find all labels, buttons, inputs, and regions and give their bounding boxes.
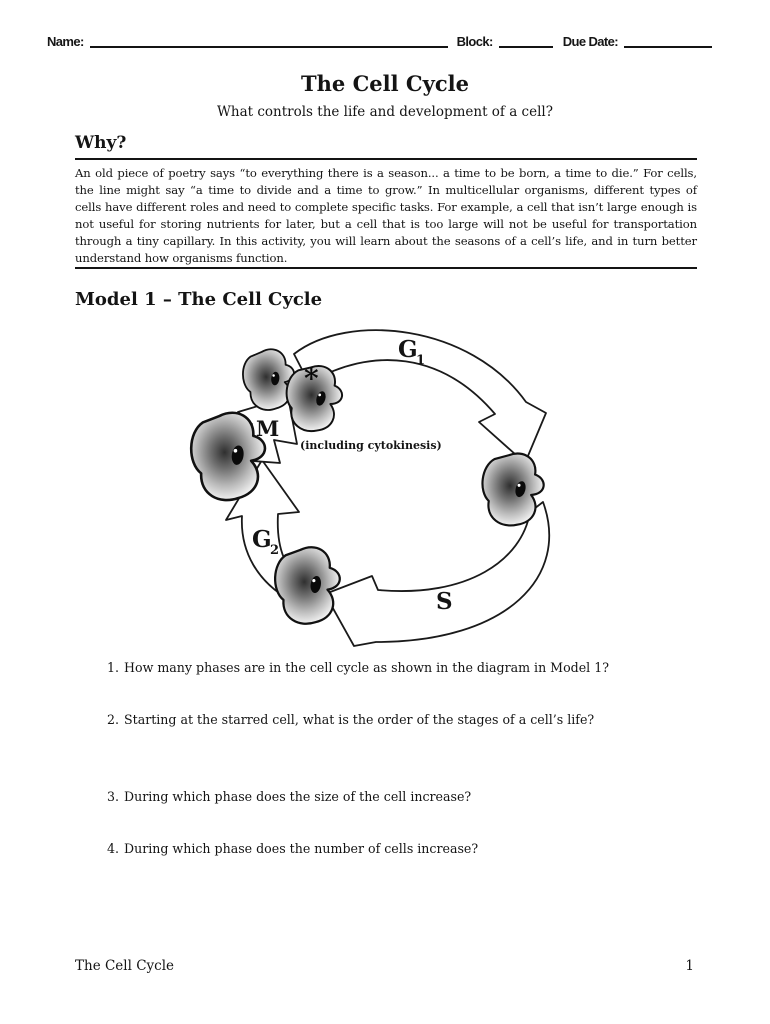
g1-subscript: 1	[416, 353, 425, 368]
why-line-5: through a tiny capillary. In this activi…	[75, 233, 697, 248]
question-2: 2. Starting at the starred cell, what is…	[107, 712, 692, 727]
horizontal-rule-bottom	[75, 267, 697, 269]
s-label: S	[436, 588, 453, 615]
g1-arrow	[293, 329, 547, 464]
due-date-blank-line	[624, 34, 712, 48]
question-4-text: During which phase does the number of ce…	[124, 841, 479, 856]
s-arrow	[324, 501, 551, 647]
page-subtitle: What controls the life and development o…	[217, 104, 553, 120]
question-3: 3. During which phase does the size of t…	[107, 789, 692, 804]
why-line-3: cells have different roles and need to c…	[75, 199, 697, 214]
cytokinesis-note: (including cytokinesis)	[300, 439, 442, 452]
question-4: 4. During which phase does the number of…	[107, 841, 692, 856]
question-3-text: During which phase does the size of the …	[124, 789, 472, 804]
question-1-text: How many phases are in the cell cycle as…	[124, 660, 609, 675]
block-blank-line	[498, 34, 553, 48]
question-1: 1. How many phases are in the cell cycle…	[107, 660, 692, 675]
cell-after-s	[272, 544, 344, 627]
footer-document-title: The Cell Cycle	[75, 958, 175, 974]
g2-subscript: 2	[270, 543, 279, 558]
name-blank-line	[89, 34, 448, 48]
question-2-number: 2.	[107, 712, 120, 727]
question-2-text: Starting at the starred cell, what is th…	[124, 712, 595, 727]
why-paragraph: An old piece of poetry says “to everythi…	[75, 165, 697, 266]
page-title: The Cell Cycle	[301, 71, 469, 96]
why-line-1: An old piece of poetry says “to everythi…	[75, 166, 697, 180]
why-line-6: understand how organisms function.	[75, 250, 288, 265]
footer-page-number: 1	[685, 958, 694, 974]
name-label: Name:	[47, 34, 84, 49]
question-1-number: 1.	[107, 660, 120, 675]
block-label: Block:	[456, 34, 494, 49]
why-line-4: not useful for storing nutrients for lat…	[75, 216, 697, 231]
name-block-duedate-row: Name: Block: Due Date:	[47, 34, 712, 49]
model1-heading: Model 1 – The Cell Cycle	[75, 289, 323, 310]
g1-label: G	[398, 336, 418, 363]
starred-cell-marker: *	[304, 362, 319, 395]
why-heading: Why?	[75, 133, 127, 153]
horizontal-rule-top	[75, 158, 697, 160]
question-4-number: 4.	[107, 841, 120, 856]
cell-cycle-diagram: G 1 S G 2 M (including cytokinesis) *	[187, 329, 551, 647]
due-date-label: Due Date:	[562, 34, 619, 49]
question-3-number: 3.	[107, 789, 120, 804]
m-label: M	[256, 416, 279, 441]
why-line-2: the line might say “a time to divide and…	[75, 182, 697, 197]
g2-label: G	[252, 526, 272, 553]
